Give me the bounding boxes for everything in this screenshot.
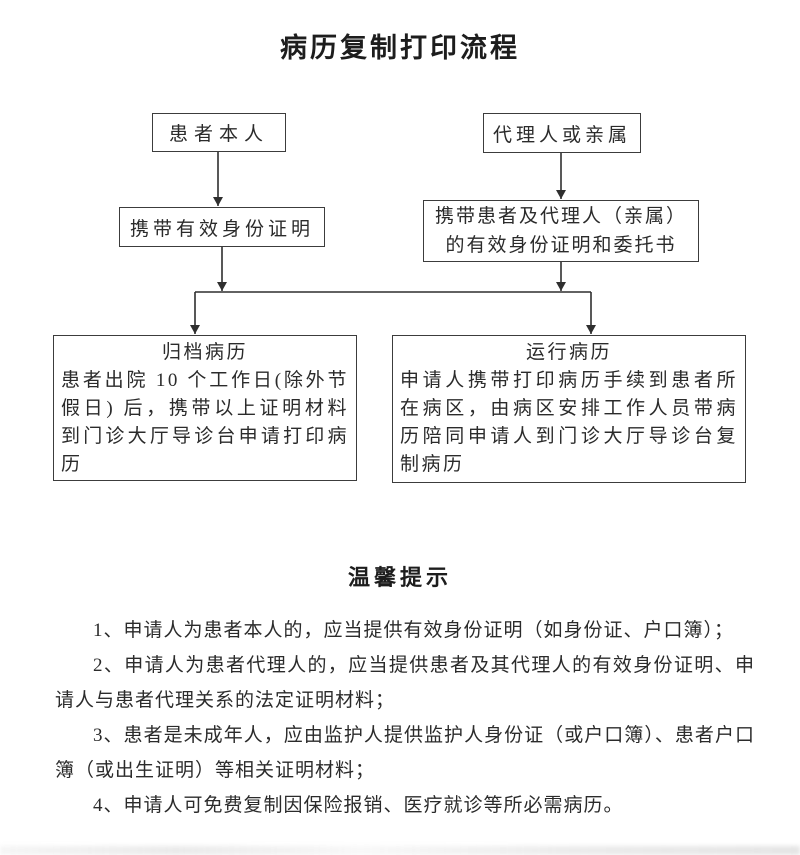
flow-node-patient: 患者本人 (152, 113, 286, 152)
tips-item-3: 3、患者是未成年人，应由监护人提供监护人身份证（或户口簿）、患者户口簿（或出生证… (55, 725, 755, 781)
flow-node-running-records: 运行病历 申请人携带打印病历手续到患者所 在病区，由病区安排工作人员带病 历陪同… (392, 335, 746, 483)
flow-node-agent-label: 代理人或亲属 (492, 124, 631, 146)
flow-node-patient-docs: 携带有效身份证明 (119, 207, 325, 247)
flow-node-patient-label: 患者本人 (168, 124, 269, 145)
scan-artifact-strip (0, 846, 800, 855)
archived-records-body-line: 到门诊大厅导诊台申请打印病 (61, 426, 349, 447)
tips-heading: 温馨提示 (347, 565, 452, 590)
running-records-body-line: 申请人携带打印病历手续到患者所 (400, 370, 738, 391)
flow-node-agent-docs: 携带患者及代理人（亲属） 的有效身份证明和委托书 (423, 200, 699, 262)
page-title: 病历复制打印流程 (280, 33, 520, 63)
running-records-body-line: 制病历 (400, 454, 465, 475)
archived-records-body-line: 历 (61, 454, 83, 475)
archived-records-body-line: 假日) 后，携带以上证明材料 (61, 398, 349, 419)
running-records-title: 运行病历 (525, 342, 612, 363)
tips-body: 1、申请人为患者本人的，应当提供有效身份证明（如身份证、户口簿）； 2、申请人为… (55, 613, 755, 823)
flow-node-agent: 代理人或亲属 (483, 113, 641, 153)
archived-records-body-line: 患者出院 10 个工作日(除外节 (61, 370, 349, 391)
tips-item-1: 1、申请人为患者本人的，应当提供有效身份证明（如身份证、户口簿）； (93, 620, 735, 641)
tips-item-4: 4、申请人可免费复制因保险报销、医疗就诊等所必需病历。 (93, 795, 624, 816)
running-records-body-line: 在病区，由病区安排工作人员带病 (400, 398, 738, 419)
flow-node-agent-docs-line2: 的有效身份证明和委托书 (445, 235, 677, 256)
flow-node-agent-docs-line1: 携带患者及代理人（亲属） (434, 206, 687, 227)
running-records-body-line: 历陪同申请人到门诊大厅导诊台复 (400, 426, 738, 447)
archived-records-title: 归档病历 (161, 342, 248, 363)
tips-item-2: 2、申请人为患者代理人的，应当提供患者及其代理人的有效身份证明、申请人与患者代理… (55, 655, 755, 711)
flow-node-archived-records: 归档病历 患者出院 10 个工作日(除外节 假日) 后，携带以上证明材料 到门诊… (53, 335, 357, 481)
flow-node-patient-docs-label: 携带有效身份证明 (129, 218, 314, 240)
